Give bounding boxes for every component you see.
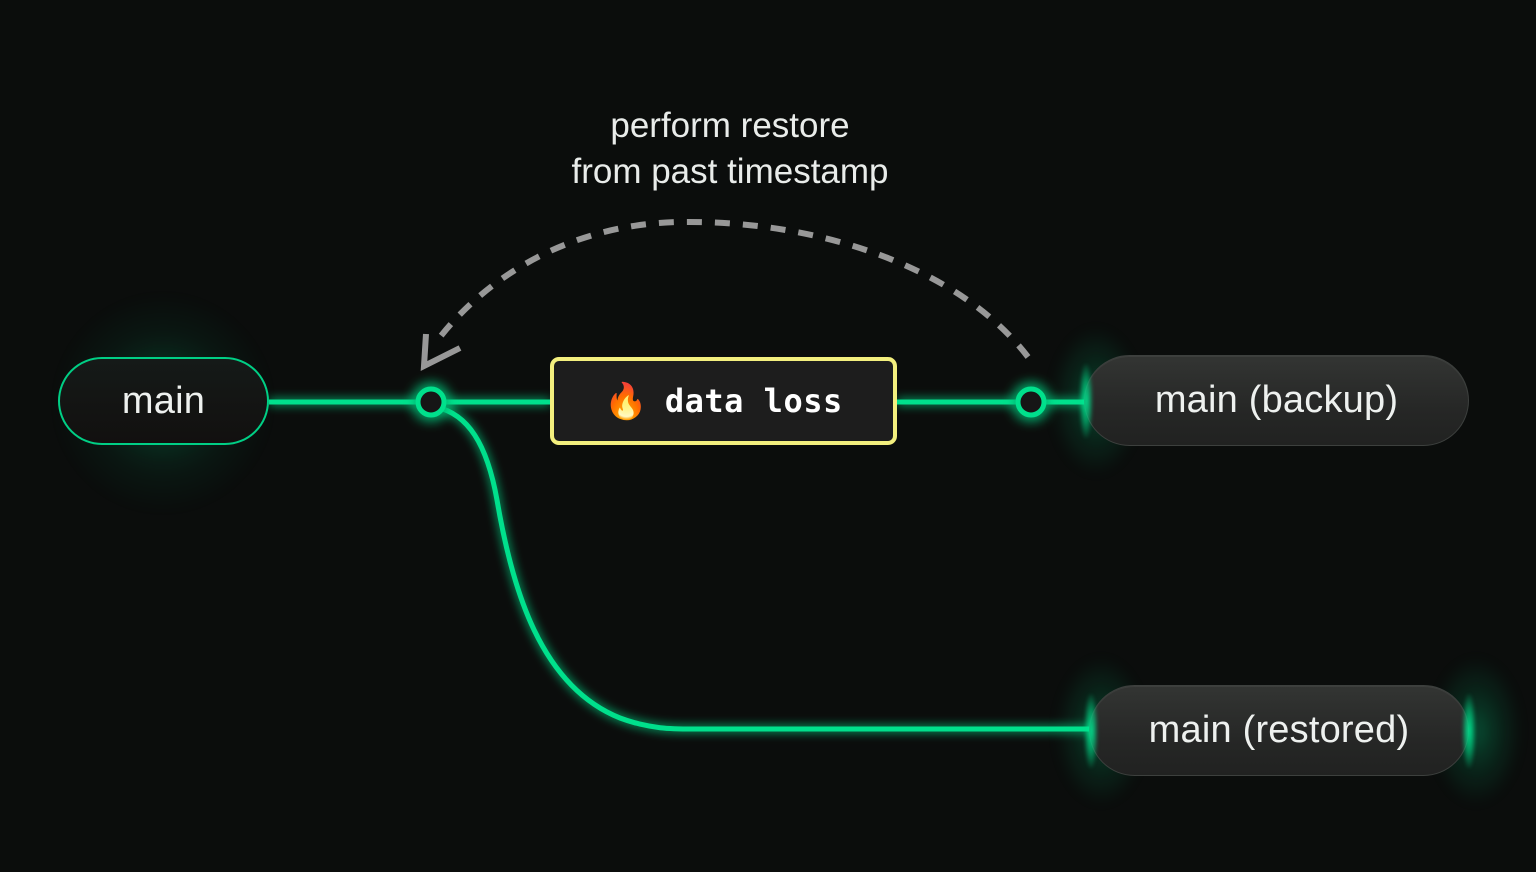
node-main[interactable]: main	[58, 357, 269, 445]
restore-arrowhead-icon	[420, 333, 462, 372]
node-data-loss-label: data loss	[664, 382, 843, 420]
branch-to-restored-curve	[433, 404, 1095, 732]
node-main-backup[interactable]: main (backup)	[1084, 355, 1469, 446]
restore-dashed-arrow-path	[431, 218, 1031, 359]
fire-emoji-icon: 🔥	[604, 381, 648, 421]
caption-line-1: perform restore	[610, 106, 850, 145]
backup-junction-node[interactable]	[1015, 386, 1047, 418]
node-main-backup-label: main (backup)	[1154, 379, 1399, 421]
restore-annotation-caption: perform restore from past timestamp	[468, 103, 992, 195]
node-main-restored-label: main (restored)	[1148, 709, 1410, 751]
node-main-restored[interactable]: main (restored)	[1089, 685, 1469, 776]
branch-junction-node[interactable]	[415, 386, 447, 418]
node-data-loss[interactable]: 🔥 data loss	[550, 357, 897, 445]
caption-line-2: from past timestamp	[571, 152, 889, 191]
node-main-label: main	[121, 379, 206, 422]
